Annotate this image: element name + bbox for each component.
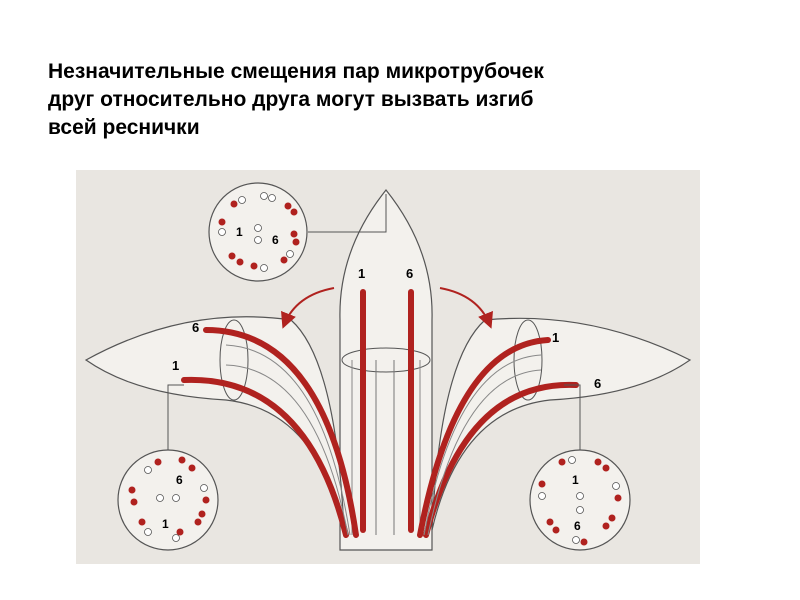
label-right-1: 1 (552, 330, 559, 345)
right-inner-tube (423, 354, 542, 536)
title-line-2: друг относительно друга могут вызвать из… (48, 88, 534, 111)
leader-bottom-right (564, 384, 581, 465)
label-center-6: 6 (406, 266, 413, 281)
label-center-1: 1 (358, 266, 365, 281)
cross-section-bottom-left: 6 1 (117, 449, 219, 551)
leader-top (308, 194, 387, 233)
right-cross-section-ring (513, 319, 543, 401)
leader-bottom-left (167, 384, 184, 465)
slide-title: Незначительные смещения пар микротрубоче… (48, 58, 748, 142)
title-line-1: Незначительные смещения пар микротрубоче… (48, 60, 544, 83)
left-inner-tube (225, 344, 351, 536)
label-left-6: 6 (192, 320, 199, 335)
label-top-circle-1: 1 (236, 225, 243, 239)
left-bend-arrow (281, 287, 335, 329)
label-bottom-left-circle-1: 1 (162, 517, 169, 531)
cross-section-top: 1 6 (208, 182, 308, 282)
label-top-circle-6: 6 (272, 233, 279, 247)
label-bottom-left-circle-6: 6 (176, 473, 183, 487)
microtubule-1-left (181, 376, 349, 538)
right-inner-tube (427, 369, 542, 536)
title-line-3: всей реснички (48, 116, 200, 139)
left-cross-section-ring (219, 319, 249, 401)
cross-section-bottom-right: 1 6 (529, 449, 631, 551)
microtubule-6-left (203, 327, 359, 538)
cilium-diagram-svg: 1 6 6 1 1 6 1 6 (76, 170, 700, 564)
central-cross-section-ring (341, 347, 431, 373)
label-right-6: 6 (594, 376, 601, 391)
microtubule-1-right (417, 337, 551, 538)
label-bottom-right-circle-6: 6 (574, 519, 581, 533)
label-left-1: 1 (172, 358, 179, 373)
right-bend-arrow (439, 287, 493, 329)
label-bottom-right-circle-1: 1 (572, 473, 579, 487)
cilium-bending-diagram: 1 6 6 1 1 6 1 6 (76, 170, 700, 564)
central-cilium (339, 189, 433, 551)
left-inner-tube (225, 364, 349, 536)
